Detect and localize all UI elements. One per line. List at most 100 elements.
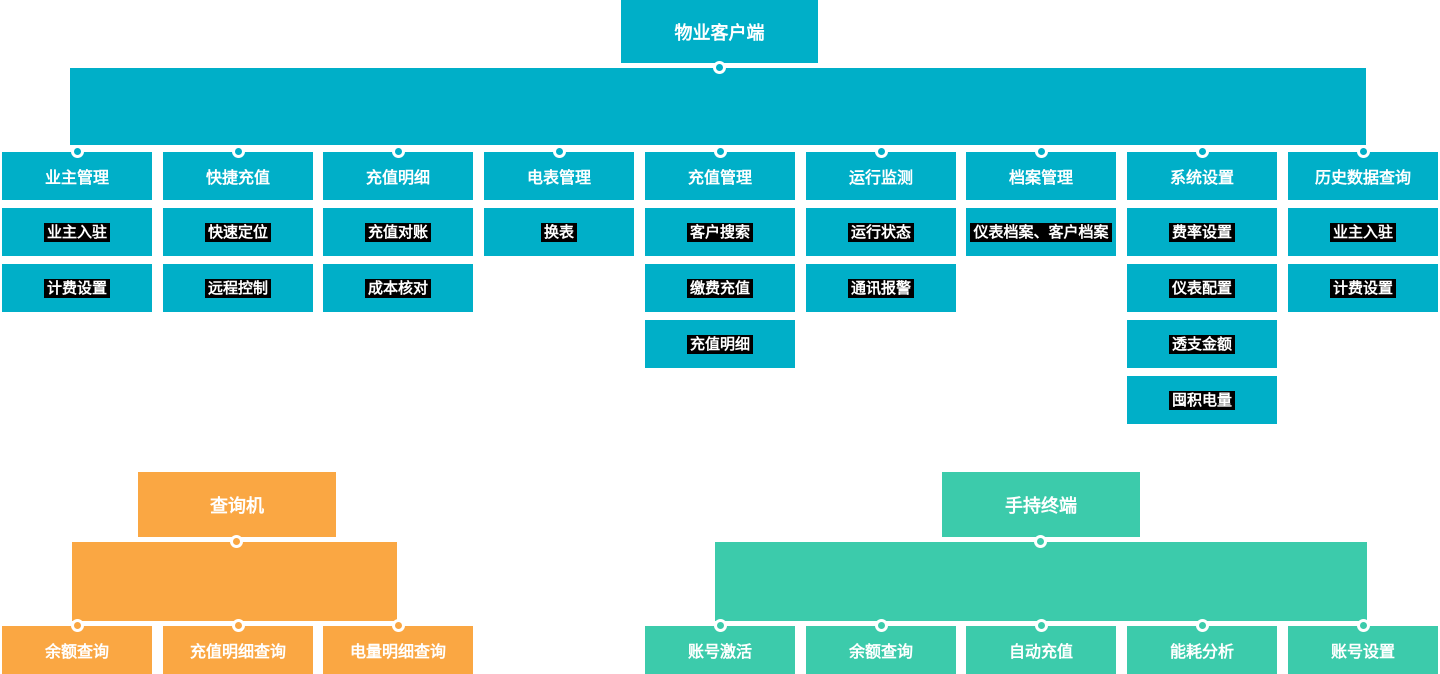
connector-dot [1034,535,1047,548]
handheld-item-label: 账号激活 [687,644,752,661]
connector-dot [232,619,245,632]
kiosk-root-node: 查询机 [138,472,336,537]
kiosk-item-label: 充值明细查询 [189,644,286,661]
leaf-label: 囤积电量 [1168,390,1235,410]
leaf-label: 业主入驻 [43,222,110,242]
root-node-property-client: 物业客户端 [621,0,818,63]
branch-meter-management: 电表管理 [484,145,634,200]
branch-archive-management: 档案管理 [966,145,1116,200]
handheld-connector-bar [715,535,1367,621]
kiosk-connector-bar [72,535,397,621]
branch-label: 充值明细 [365,170,430,187]
connector-dot [553,145,566,158]
leaf-node: 费率设置 [1127,208,1277,256]
handheld-item-account-activation: 账号激活 [645,619,795,674]
connector-dot [71,619,84,632]
branch-label: 系统设置 [1169,170,1234,187]
connector-dot [232,145,245,158]
branch-recharge-details: 充值明细 [323,145,473,200]
kiosk-item-recharge-detail-query: 充值明细查询 [163,619,313,674]
connector-dot [71,145,84,158]
connector-dot [714,145,727,158]
connector-dot [875,145,888,158]
branch-operation-monitoring: 运行监测 [806,145,956,200]
handheld-item-balance-query: 余额查询 [806,619,956,674]
leaf-label: 计费设置 [43,278,110,298]
leaf-node: 仪表配置 [1127,264,1277,312]
leaf-node: 业主入驻 [1288,208,1438,256]
leaf-node: 成本核对 [323,264,473,312]
handheld-item-account-settings: 账号设置 [1288,619,1438,674]
leaf-node: 客户搜索 [645,208,795,256]
branch-owner-management: 业主管理 [2,145,152,200]
branch-history-data-query: 历史数据查询 [1288,145,1438,200]
branch-label: 运行监测 [848,170,913,187]
connector-dot [1357,145,1370,158]
connector-dot [1196,145,1209,158]
branch-label: 历史数据查询 [1314,170,1411,187]
leaf-node: 计费设置 [1288,264,1438,312]
leaf-node: 充值对账 [323,208,473,256]
handheld-item-label: 余额查询 [848,644,913,661]
branch-label: 充值管理 [687,170,752,187]
leaf-node: 仪表档案、客户档案 [966,208,1116,256]
connector-dot [392,145,405,158]
leaf-label: 业主入驻 [1329,222,1396,242]
leaf-node: 囤积电量 [1127,376,1277,424]
branch-label: 业主管理 [44,170,109,187]
property-client-connector-bar [70,61,1366,145]
leaf-node: 远程控制 [163,264,313,312]
branch-system-settings: 系统设置 [1127,145,1277,200]
leaf-node: 换表 [484,208,634,256]
connector-dot [713,61,726,74]
handheld-item-label: 账号设置 [1330,644,1395,661]
branch-label: 档案管理 [1008,170,1073,187]
kiosk-item-label: 电量明细查询 [349,644,446,661]
kiosk-title: 查询机 [210,495,264,516]
leaf-label: 透支金额 [1168,334,1235,354]
leaf-node: 计费设置 [2,264,152,312]
leaf-label: 远程控制 [204,278,271,298]
leaf-node: 缴费充值 [645,264,795,312]
handheld-root-node: 手持终端 [942,472,1140,537]
leaf-label: 充值明细 [686,334,753,354]
leaf-node: 业主入驻 [2,208,152,256]
leaf-label: 缴费充值 [686,278,753,298]
leaf-node: 充值明细 [645,320,795,368]
leaf-node: 快速定位 [163,208,313,256]
connector-dot [1196,619,1209,632]
connector-dot [875,619,888,632]
handheld-item-auto-recharge: 自动充值 [966,619,1116,674]
kiosk-item-label: 余额查询 [44,644,109,661]
connector-dot [714,619,727,632]
handheld-title: 手持终端 [1005,495,1077,516]
leaf-node: 通讯报警 [806,264,956,312]
handheld-item-energy-analysis: 能耗分析 [1127,619,1277,674]
leaf-label: 仪表配置 [1168,278,1235,298]
kiosk-item-energy-detail-query: 电量明细查询 [323,619,473,674]
handheld-item-label: 自动充值 [1008,644,1073,661]
branch-label: 电表管理 [526,170,591,187]
leaf-label: 费率设置 [1168,222,1235,242]
branch-quick-recharge: 快捷充值 [163,145,313,200]
connector-dot [1357,619,1370,632]
leaf-label: 客户搜索 [686,222,753,242]
leaf-label: 充值对账 [364,222,431,242]
connector-dot [392,619,405,632]
root-node-label: 物业客户端 [674,22,765,43]
leaf-label: 成本核对 [364,278,431,298]
leaf-node: 运行状态 [806,208,956,256]
handheld-item-label: 能耗分析 [1169,644,1234,661]
leaf-label: 通讯报警 [847,278,914,298]
leaf-label: 运行状态 [847,222,914,242]
leaf-label: 换表 [540,222,577,242]
connector-dot [1035,619,1048,632]
branch-recharge-management: 充值管理 [645,145,795,200]
branch-label: 快捷充值 [205,170,270,187]
connector-dot [1035,145,1048,158]
leaf-label: 快速定位 [204,222,271,242]
leaf-node: 透支金额 [1127,320,1277,368]
leaf-label: 仪表档案、客户档案 [970,222,1112,242]
leaf-label: 计费设置 [1329,278,1396,298]
connector-dot [230,535,243,548]
